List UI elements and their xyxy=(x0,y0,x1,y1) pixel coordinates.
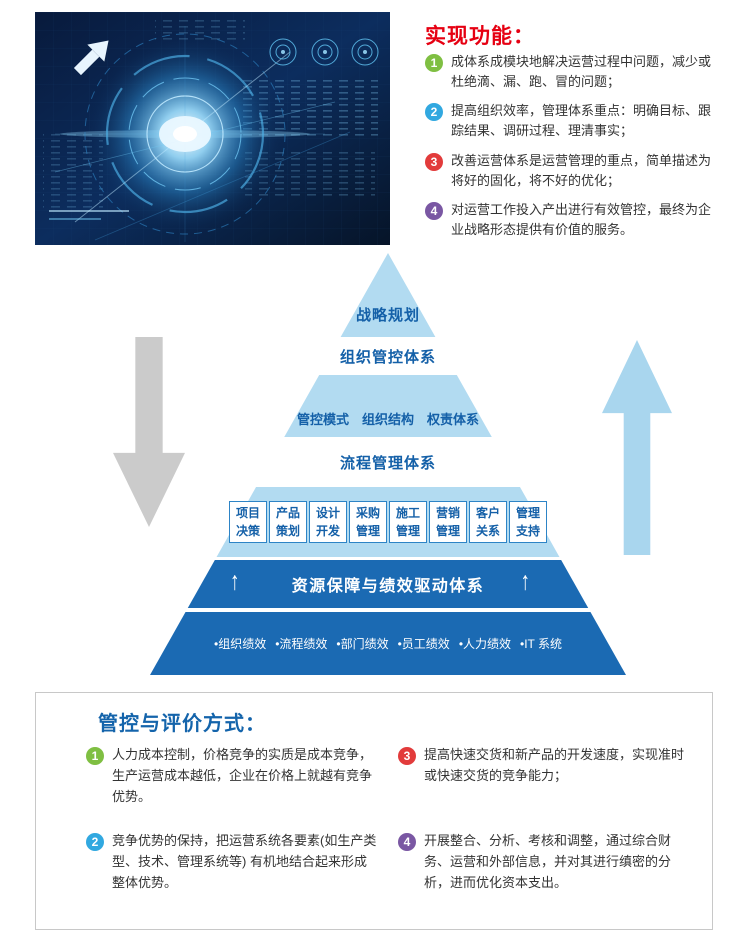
box-line: 客户 xyxy=(475,506,500,520)
box-line: 采购 xyxy=(355,506,380,520)
process-box: 施工 管理 xyxy=(389,501,427,543)
small-up-arrow-icon: ↑ xyxy=(520,568,531,597)
box-line: 关系 xyxy=(475,524,500,538)
number-badge-4: 4 xyxy=(425,201,443,220)
process-box: 产品 策划 xyxy=(269,501,307,543)
evaluation-item: 1 人力成本控制，价格竞争的实质是成本竞争，生产运营成本越低，企业在价格上就越有… xyxy=(86,745,378,807)
level-label: 组织管控体系 xyxy=(339,348,436,366)
process-box: 管理 支持 xyxy=(509,501,547,543)
level-label: 资源保障与绩效驱动体系 xyxy=(291,578,485,595)
level-label: 管控模式 组织结构 权责体系 xyxy=(296,412,479,427)
digital-hud-graphic xyxy=(35,12,390,245)
evaluation-item: 2 竞争优势的保持，把运营系统各要素(如生产类型、技术、管理系统等) 有机地结合… xyxy=(86,831,378,893)
box-line: 管理 xyxy=(355,524,380,538)
performance-item: •部门绩效 xyxy=(336,637,389,651)
up-right-arrow-icon xyxy=(73,40,109,76)
number-badge-3: 3 xyxy=(398,747,416,765)
feature-text: 对运营工作投入产出进行有效管控，最终为企业战略形态提供有价值的服务。 xyxy=(451,201,712,237)
process-box: 采购 管理 xyxy=(349,501,387,543)
level-label: 战略规划 xyxy=(355,307,420,324)
performance-item: •员工绩效 xyxy=(397,637,450,651)
level-label: 流程管理体系 xyxy=(339,454,436,472)
tech-hero-image xyxy=(35,12,390,245)
number-badge-4: 4 xyxy=(398,833,416,851)
box-line: 管理 xyxy=(395,524,420,538)
box-line: 施工 xyxy=(395,506,420,520)
feature-text: 成体系成模块地解决运营过程中问题，减少或杜绝滴、漏、跑、冒的问题； xyxy=(451,54,712,90)
number-badge-2: 2 xyxy=(86,833,104,851)
pyramid-level-org-control: 组织管控体系 xyxy=(150,337,626,375)
evaluation-text: 提高快速交货和新产品的开发速度，实现准时或快速交货的竞争能力； xyxy=(424,747,685,783)
box-line: 产品 xyxy=(275,506,300,520)
feature-item: 3 改善运营体系是运营管理的重点，简单描述为将好的固化，将不好的优化； xyxy=(425,151,723,191)
evaluation-item: 4 开展整合、分析、考核和调整，通过综合财务、运营和外部信息，并对其进行缜密的分… xyxy=(398,831,690,893)
box-line: 营销 xyxy=(435,506,460,520)
evaluation-text: 开展整合、分析、考核和调整，通过综合财务、运营和外部信息，并对其进行缜密的分析，… xyxy=(424,833,672,890)
pyramid-level-resources: ↑ 资源保障与绩效驱动体系 ↑ xyxy=(150,560,626,608)
evaluation-text: 人力成本控制，价格竞争的实质是成本竞争，生产运营成本越低，企业在价格上就越有竞争… xyxy=(112,747,373,804)
pyramid-bands: 战略规划 组织管控体系 管控模式 组织结构 权责体系 流程管理体系 ↑ 资源保障… xyxy=(150,253,626,675)
performance-item: •流程绩效 xyxy=(275,637,328,651)
box-line: 支持 xyxy=(515,524,540,538)
process-boxes-row: 项目 决策 产品 策划 设计 开发 采购 管理 施工 管理 营销 管理 xyxy=(229,501,547,543)
evaluation-item: 3 提高快速交货和新产品的开发速度，实现准时或快速交货的竞争能力； xyxy=(398,745,690,787)
pyramid-level-modes: 管控模式 组织结构 权责体系 xyxy=(150,375,626,437)
feature-item: 2 提高组织效率，管理体系重点：明确目标、跟踪结果、调研过程、理清事实； xyxy=(425,101,723,141)
features-title: 实现功能： xyxy=(425,25,535,48)
feature-text: 改善运营体系是运营管理的重点，简单描述为将好的固化，将不好的优化； xyxy=(451,152,712,188)
pyramid-level-strategy: 战略规划 xyxy=(150,253,626,337)
number-badge-1: 1 xyxy=(86,747,104,765)
circular-emblem-icons xyxy=(269,38,379,66)
evaluation-panel: 管控与评价方式： 1 人力成本控制，价格竞争的实质是成本竞争，生产运营成本越低，… xyxy=(35,692,713,930)
number-badge-3: 3 xyxy=(425,152,443,171)
evaluation-text: 竞争优势的保持，把运营系统各要素(如生产类型、技术、管理系统等) 有机地结合起来… xyxy=(112,833,377,890)
box-line: 决策 xyxy=(235,524,260,538)
number-badge-1: 1 xyxy=(425,54,443,72)
box-line: 策划 xyxy=(275,524,300,538)
process-box: 客户 关系 xyxy=(469,501,507,543)
performance-item: •IT 系统 xyxy=(520,637,562,651)
box-line: 项目 xyxy=(235,506,260,520)
number-badge-2: 2 xyxy=(425,103,443,122)
performance-item: •组织绩效 xyxy=(214,637,267,651)
box-line: 管理 xyxy=(435,524,460,538)
box-line: 开发 xyxy=(315,524,340,538)
small-up-arrow-icon: ↑ xyxy=(230,568,240,597)
band-separator xyxy=(150,608,626,612)
performance-item: •人力绩效 xyxy=(458,637,512,651)
band-separator xyxy=(150,557,626,560)
feature-text: 提高组织效率，管理体系重点：明确目标、跟踪结果、调研过程、理清事实； xyxy=(451,103,712,139)
process-box: 设计 开发 xyxy=(309,501,347,543)
feature-item: 1 成体系成模块地解决运营过程中问题，减少或杜绝滴、漏、跑、冒的问题； xyxy=(425,52,723,92)
feature-item: 4 对运营工作投入产出进行有效管控，最终为企业战略形态提供有价值的服务。 xyxy=(425,200,723,240)
pyramid-level-process: 流程管理体系 xyxy=(150,437,626,487)
features-list: 1 成体系成模块地解决运营过程中问题，减少或杜绝滴、漏、跑、冒的问题； 2 提高… xyxy=(425,52,723,240)
process-box: 营销 管理 xyxy=(429,501,467,543)
pyramid-level-performance: •组织绩效 •流程绩效 •部门绩效 •员工绩效 •人力绩效 •IT 系统 xyxy=(150,612,626,675)
box-line: 管理 xyxy=(515,506,540,520)
evaluation-title: 管控与评价方式： xyxy=(98,713,266,735)
box-line: 设计 xyxy=(315,506,340,520)
process-box: 项目 决策 xyxy=(229,501,267,543)
pyramid-diagram: 战略规划 组织管控体系 管控模式 组织结构 权责体系 流程管理体系 ↑ 资源保障… xyxy=(150,253,626,675)
